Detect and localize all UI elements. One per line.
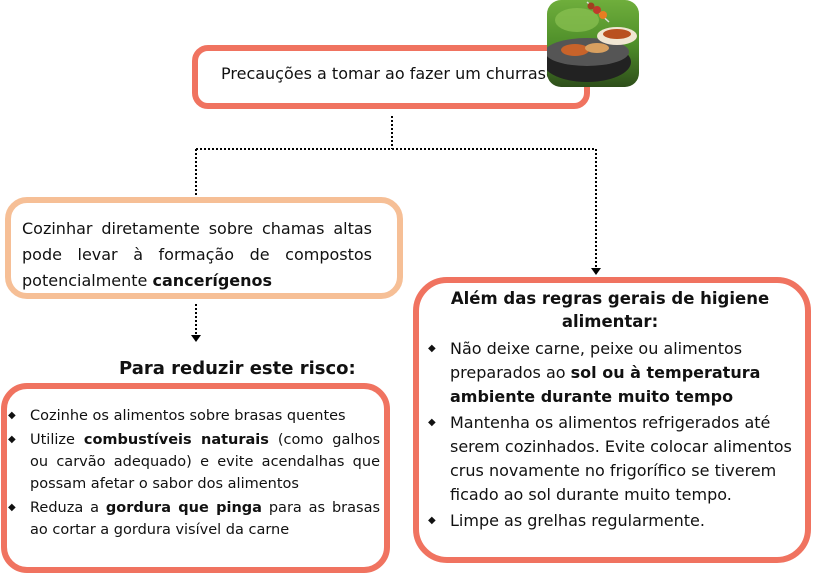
barbecue-grill-photo — [547, 0, 639, 87]
bullet-diamond-icon: ◆ — [428, 515, 436, 526]
risk-heading: Para reduzir este risco: — [119, 358, 356, 379]
risk-list: ◆Cozinhe os alimentos sobre brasas quent… — [8, 405, 380, 543]
hygiene-list: ◆Não deixe carne, peixe ou alimentos pre… — [428, 337, 798, 535]
hygiene-box — [413, 277, 811, 563]
list-item: ◆Mantenha os alimentos refrigerados até … — [428, 413, 792, 504]
risk-box — [1, 383, 390, 573]
hygiene-heading: Além das regras gerais de higiene alimen… — [450, 289, 770, 331]
left-box-text: Cozinhar diretamente sobre chamas altas … — [22, 216, 372, 294]
left-box-text-bold: cancerígenos — [152, 271, 273, 290]
left-box-text-regular: Cozinhar diretamente sobre chamas altas … — [22, 219, 372, 290]
bullet-diamond-icon: ◆ — [428, 417, 436, 428]
bullet-diamond-icon: ◆ — [428, 343, 436, 354]
list-item: ◆Utilize combustíveis naturais (como gal… — [8, 429, 380, 495]
list-item: ◆Cozinhe os alimentos sobre brasas quent… — [8, 405, 380, 427]
left-box — [5, 197, 403, 299]
bullet-diamond-icon: ◆ — [8, 502, 16, 513]
list-item: ◆Reduza a gordura que pinga para as bras… — [8, 497, 380, 541]
arrowhead-bottom — [191, 335, 201, 342]
arrowhead-right — [591, 268, 601, 275]
list-item: ◆Não deixe carne, peixe ou alimentos pre… — [428, 339, 761, 406]
title-text: Precauções a tomar ao fazer um churrasco — [221, 64, 565, 83]
list-item: ◆Limpe as grelhas regularmente. — [428, 509, 798, 533]
bullet-diamond-icon: ◆ — [8, 434, 16, 445]
bullet-diamond-icon: ◆ — [8, 410, 16, 421]
